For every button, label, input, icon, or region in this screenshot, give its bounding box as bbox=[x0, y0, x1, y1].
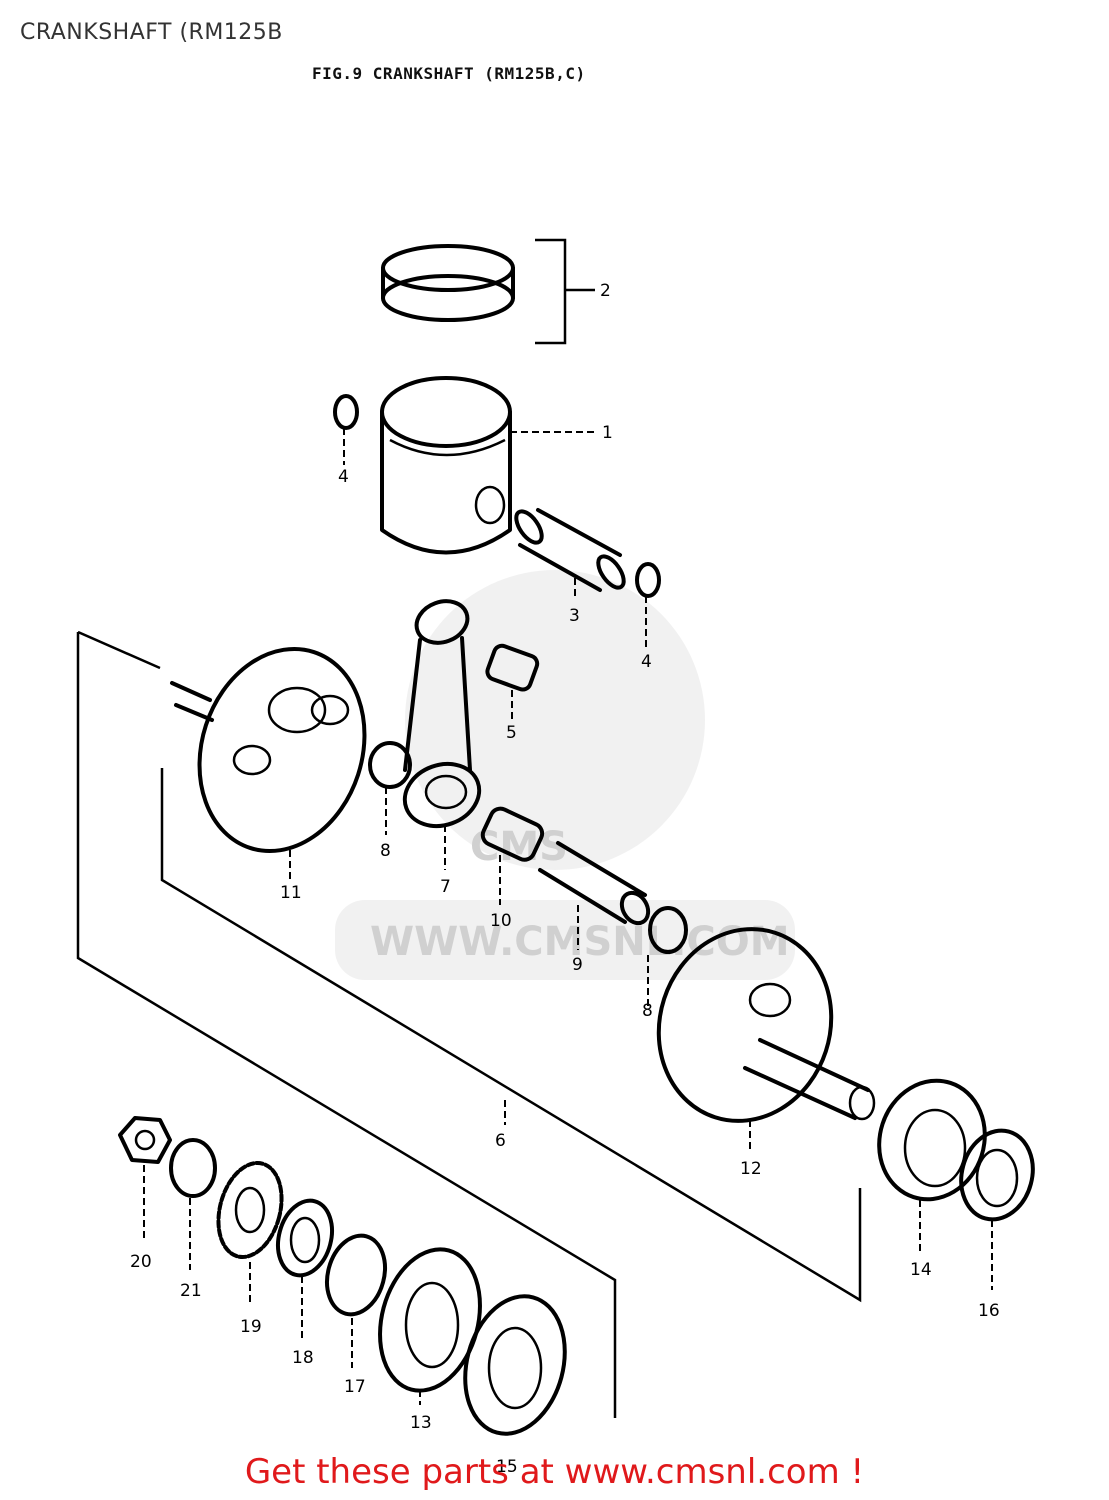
callout-16: 16 bbox=[978, 1301, 1000, 1321]
callout-2: 2 bbox=[600, 281, 611, 301]
callout-11: 11 bbox=[280, 883, 302, 903]
page-title: CRANKSHAFT (RM125B bbox=[20, 20, 283, 45]
washer[interactable] bbox=[169, 1138, 217, 1198]
callout-1: 1 bbox=[602, 423, 613, 443]
callout-12: 12 bbox=[740, 1159, 762, 1179]
callout-4a: 4 bbox=[338, 467, 349, 487]
small-end-bearing[interactable] bbox=[485, 643, 540, 692]
connecting-rod[interactable] bbox=[396, 594, 488, 836]
callout-8a: 8 bbox=[380, 841, 391, 861]
primary-gear[interactable] bbox=[209, 1156, 292, 1264]
callout-6: 6 bbox=[495, 1131, 506, 1151]
ring-bracket bbox=[535, 238, 595, 345]
callout-13: 13 bbox=[410, 1413, 432, 1433]
callout-5: 5 bbox=[506, 723, 517, 743]
callout-10: 10 bbox=[490, 911, 512, 931]
figure-title: FIG.9 CRANKSHAFT (RM125B,C) bbox=[312, 64, 586, 83]
piston-pin[interactable] bbox=[511, 507, 628, 592]
piston[interactable] bbox=[380, 376, 512, 555]
callout-14: 14 bbox=[910, 1260, 932, 1280]
callout-4b: 4 bbox=[641, 652, 652, 672]
oil-seal-right[interactable] bbox=[952, 1122, 1043, 1227]
shim[interactable] bbox=[319, 1229, 394, 1321]
callout-18: 18 bbox=[292, 1348, 314, 1368]
oil-seal-left[interactable] bbox=[451, 1285, 580, 1445]
callout-15: 15 bbox=[496, 1457, 518, 1477]
callout-7: 7 bbox=[440, 877, 451, 897]
crankshaft-bracket bbox=[76, 630, 862, 1418]
callout-20: 20 bbox=[130, 1252, 152, 1272]
circlip-right[interactable] bbox=[635, 562, 661, 598]
watermark-logo: WWW.CMSNL.COM CMS bbox=[335, 570, 795, 980]
nut[interactable] bbox=[118, 1116, 172, 1164]
callout-19: 19 bbox=[240, 1317, 262, 1337]
callout-8b: 8 bbox=[642, 1001, 653, 1021]
watermark-text: WWW.CMSNL.COM bbox=[370, 919, 790, 965]
piston-rings[interactable] bbox=[381, 244, 515, 322]
cta-link[interactable]: Get these parts at www.cmsnl.com ! bbox=[244, 1452, 865, 1492]
spacer[interactable] bbox=[270, 1195, 340, 1282]
callout-9: 9 bbox=[572, 955, 583, 975]
thrust-washer-left[interactable] bbox=[368, 741, 412, 789]
thrust-washer-right[interactable] bbox=[648, 906, 688, 954]
crank-web-right[interactable] bbox=[634, 906, 876, 1143]
crank-web-left[interactable] bbox=[170, 627, 390, 872]
watermark-logo-text: CMS bbox=[470, 824, 568, 870]
bearing-right[interactable] bbox=[864, 1067, 1000, 1213]
callout-17: 17 bbox=[344, 1377, 366, 1397]
callout-21: 21 bbox=[180, 1281, 202, 1301]
circlip-left[interactable] bbox=[333, 394, 359, 430]
callout-3: 3 bbox=[569, 606, 580, 626]
crank-pin[interactable] bbox=[538, 841, 653, 928]
big-end-bearing[interactable] bbox=[479, 805, 545, 863]
